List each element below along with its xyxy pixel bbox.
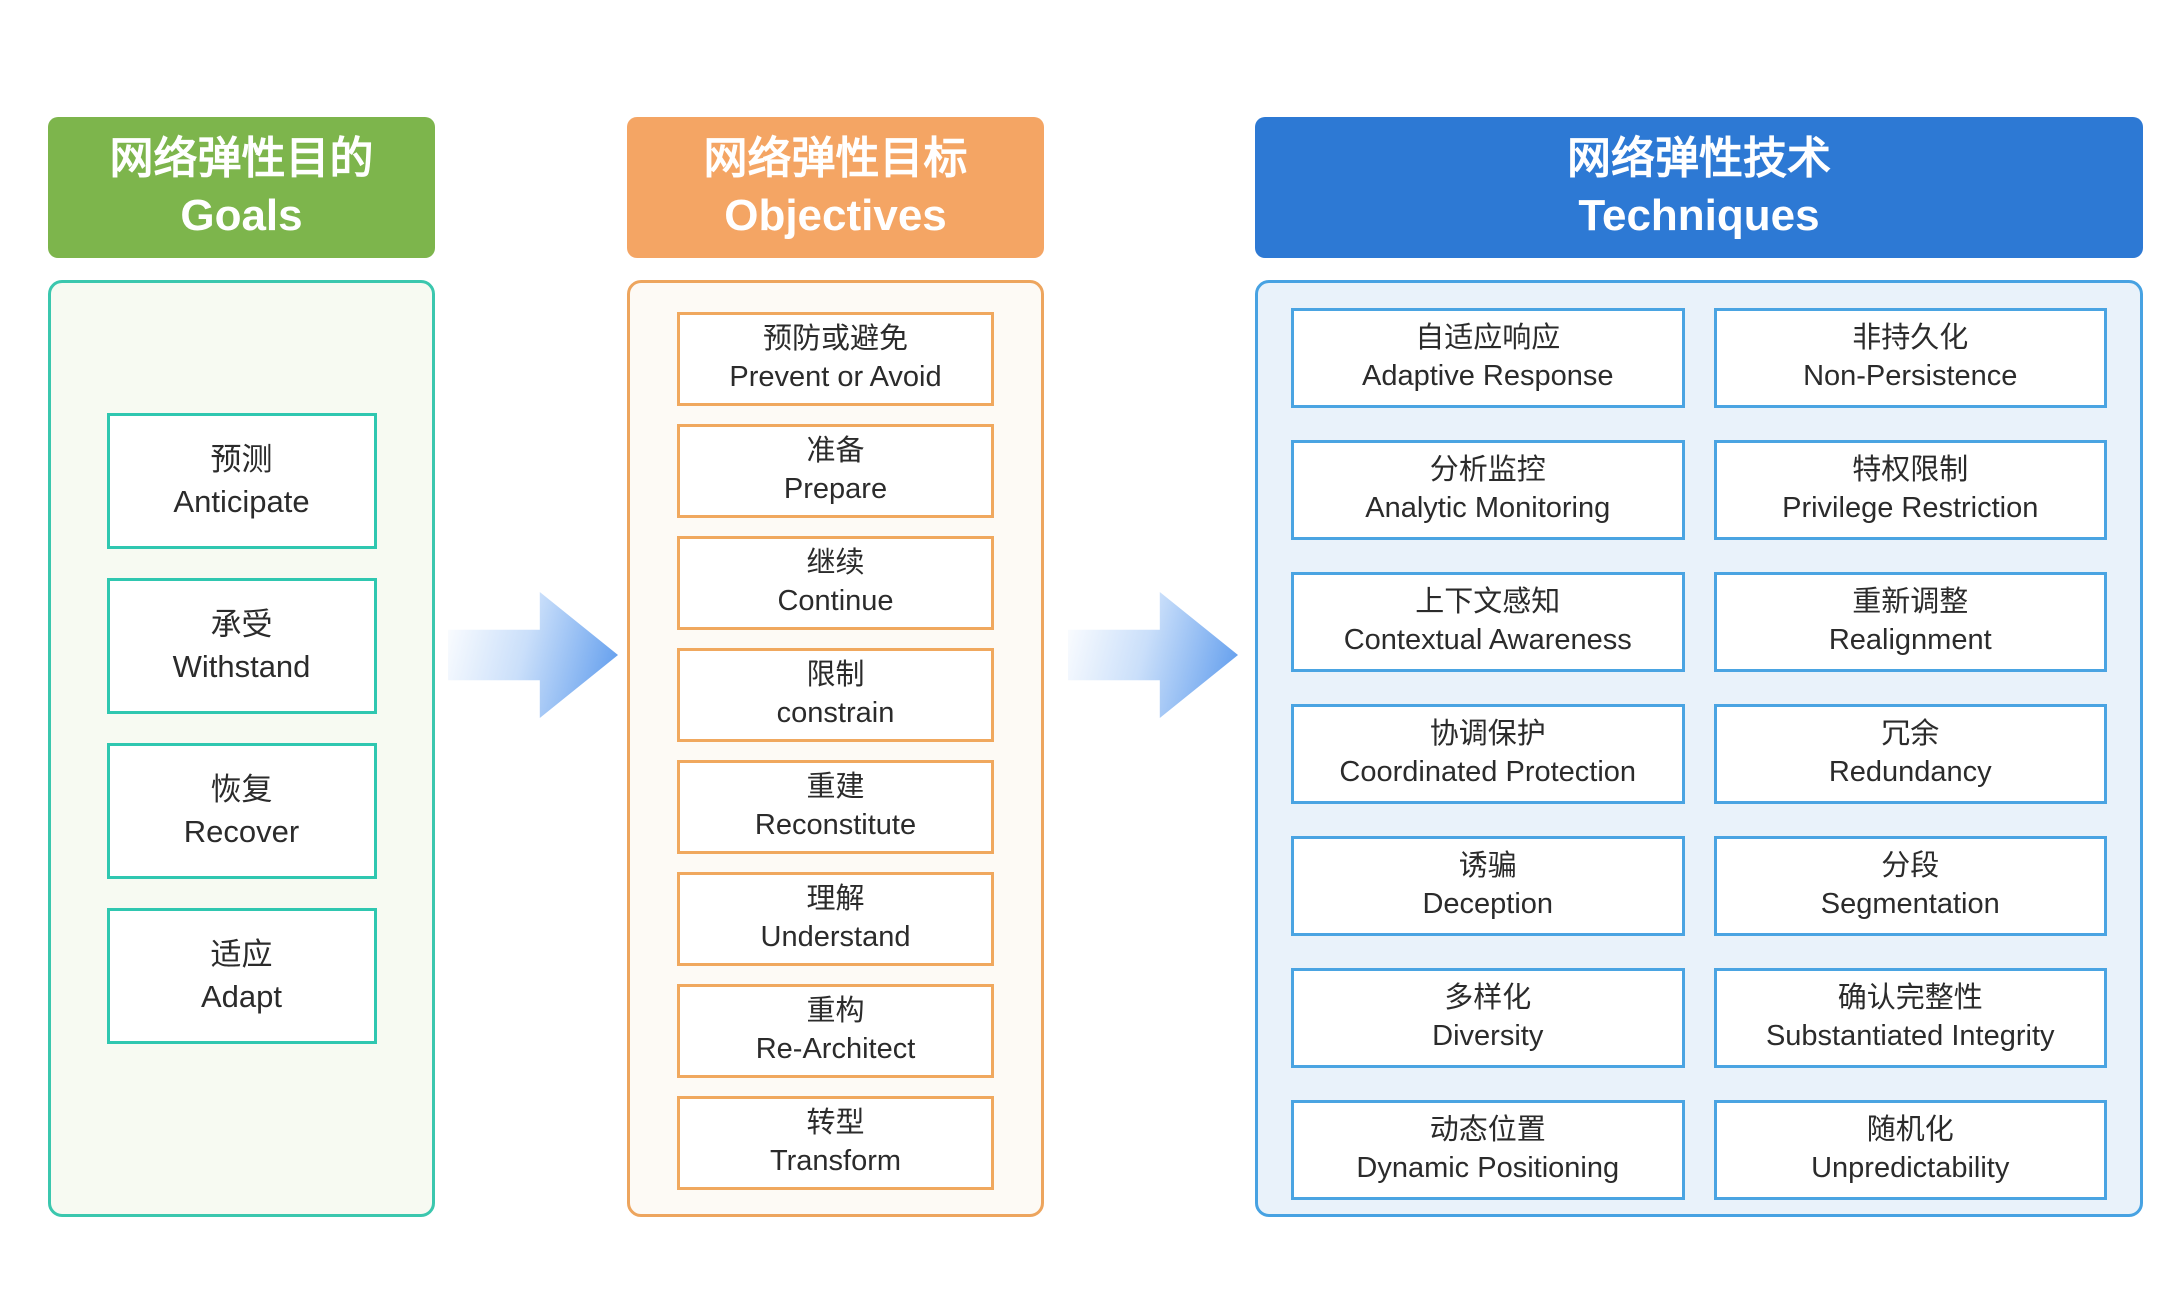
objective-item-label-zh: 继续: [806, 547, 865, 580]
goal-item-label-en: Adapt: [200, 979, 282, 1014]
technique-item-label-en: Privilege Restriction: [1782, 492, 2039, 524]
objective-item-label-zh: 限制: [806, 659, 865, 692]
goal-item-adapt: 适应 Adapt: [106, 908, 377, 1044]
technique-item-substantiated-integrity: 确认完整性 Substantiated Integrity: [1713, 968, 2107, 1068]
technique-item-label-en: Adaptive Response: [1362, 360, 1614, 392]
technique-item-unpredictability: 随机化 Unpredictability: [1713, 1100, 2107, 1200]
objective-item-label-en: Re-Architect: [755, 1033, 916, 1065]
technique-item-label-en: Unpredictability: [1811, 1152, 2010, 1184]
goal-item-label-zh: 预测: [210, 442, 273, 478]
technique-item-non-persistence: 非持久化 Non-Persistence: [1713, 308, 2107, 408]
objectives-header: 网络弹性目标 Objectives: [627, 117, 1044, 258]
technique-item-label-en: Substantiated Integrity: [1765, 1020, 2055, 1052]
techniques-header: 网络弹性技术 Techniques: [1255, 117, 2143, 258]
techniques-panel: 自适应响应 Adaptive Response 非持久化 Non-Persist…: [1255, 280, 2143, 1217]
technique-item-dynamic-positioning: 动态位置 Dynamic Positioning: [1291, 1100, 1685, 1200]
technique-item-label-zh: 分段: [1881, 850, 1940, 883]
goal-item-anticipate: 预测 Anticipate: [106, 413, 377, 549]
objectives-header-title-en: Objectives: [724, 190, 947, 240]
goal-item-recover: 恢复 Recover: [106, 743, 377, 879]
objective-item-reconstitute: 重建 Reconstitute: [677, 760, 994, 854]
technique-item-label-zh: 诱骗: [1458, 850, 1517, 883]
goals-panel: 预测 Anticipate 承受 Withstand 恢复 Recover 适应…: [48, 280, 435, 1217]
objective-item-label-en: Reconstitute: [754, 809, 917, 841]
technique-item-coordinated-protection: 协调保护 Coordinated Protection: [1291, 704, 1685, 804]
technique-item-privilege-restriction: 特权限制 Privilege Restriction: [1713, 440, 2107, 540]
objective-item-label-zh: 重构: [806, 995, 865, 1028]
technique-item-label-en: Diversity: [1432, 1020, 1544, 1052]
technique-item-label-en: Realignment: [1828, 624, 1992, 656]
technique-item-contextual-awareness: 上下文感知 Contextual Awareness: [1291, 572, 1685, 672]
objective-item-label-zh: 转型: [806, 1107, 865, 1140]
goal-item-label-zh: 适应: [210, 937, 273, 973]
objective-item-prepare: 准备 Prepare: [677, 424, 994, 518]
goals-header-title-zh: 网络弹性目的: [109, 134, 374, 184]
objective-item-label-en: Continue: [777, 585, 894, 617]
goals-header: 网络弹性目的 Goals: [48, 117, 435, 258]
technique-item-label-zh: 动态位置: [1429, 1114, 1546, 1147]
technique-item-label-en: Segmentation: [1820, 888, 2000, 920]
objective-item-label-zh: 重建: [806, 771, 865, 804]
objective-item-transform: 转型 Transform: [677, 1096, 994, 1190]
goal-item-withstand: 承受 Withstand: [106, 578, 377, 714]
goal-item-label-zh: 恢复: [210, 772, 273, 808]
technique-item-diversity: 多样化 Diversity: [1291, 968, 1685, 1068]
objectives-header-title-zh: 网络弹性目标: [703, 134, 968, 184]
technique-item-label-en: Deception: [1422, 888, 1554, 920]
technique-item-realignment: 重新调整 Realignment: [1713, 572, 2107, 672]
techniques-header-title-zh: 网络弹性技术: [1567, 134, 1831, 184]
technique-item-label-zh: 重新调整: [1852, 586, 1969, 619]
technique-item-label-en: Dynamic Positioning: [1356, 1152, 1620, 1184]
objective-item-label-zh: 预防或避免: [762, 323, 908, 356]
objective-item-label-en: Understand: [760, 921, 911, 953]
technique-item-label-zh: 随机化: [1866, 1114, 1954, 1147]
objective-item-label-en: Prepare: [783, 473, 888, 505]
technique-item-deception: 诱骗 Deception: [1291, 836, 1685, 936]
flow-arrow-right-icon: [1068, 592, 1238, 718]
objective-item-label-en: Transform: [769, 1145, 902, 1177]
technique-item-label-zh: 协调保护: [1429, 718, 1546, 751]
technique-item-label-zh: 上下文感知: [1415, 586, 1561, 619]
technique-item-label-zh: 确认完整性: [1837, 982, 1983, 1015]
objective-item-label-en: Prevent or Avoid: [729, 361, 942, 393]
technique-item-label-en: Contextual Awareness: [1343, 624, 1632, 656]
technique-item-label-en: Coordinated Protection: [1339, 756, 1637, 788]
technique-item-adaptive-response: 自适应响应 Adaptive Response: [1291, 308, 1685, 408]
goal-item-label-en: Anticipate: [173, 484, 310, 519]
technique-item-label-zh: 多样化: [1444, 982, 1532, 1015]
goal-item-label-en: Withstand: [172, 649, 311, 684]
technique-item-label-zh: 冗余: [1881, 718, 1940, 751]
technique-item-label-zh: 特权限制: [1852, 454, 1969, 487]
technique-item-label-zh: 分析监控: [1429, 454, 1546, 487]
goals-header-title-en: Goals: [180, 190, 303, 240]
technique-item-label-en: Redundancy: [1828, 756, 1992, 788]
technique-item-analytic-monitoring: 分析监控 Analytic Monitoring: [1291, 440, 1685, 540]
techniques-header-title-en: Techniques: [1578, 190, 1820, 240]
technique-item-segmentation: 分段 Segmentation: [1713, 836, 2107, 936]
objective-item-re-architect: 重构 Re-Architect: [677, 984, 994, 1078]
objective-item-understand: 理解 Understand: [677, 872, 994, 966]
objective-item-continue: 继续 Continue: [677, 536, 994, 630]
goal-item-label-zh: 承受: [210, 607, 273, 643]
objective-item-constrain: 限制 constrain: [677, 648, 994, 742]
technique-item-label-zh: 自适应响应: [1415, 322, 1561, 355]
technique-item-label-en: Non-Persistence: [1803, 360, 2018, 392]
objective-item-prevent-or-avoid: 预防或避免 Prevent or Avoid: [677, 312, 994, 406]
technique-item-label-zh: 非持久化: [1852, 322, 1969, 355]
objective-item-label-zh: 理解: [806, 883, 865, 916]
flow-arrow-right-icon: [448, 592, 618, 718]
technique-item-redundancy: 冗余 Redundancy: [1713, 704, 2107, 804]
objective-item-label-en: constrain: [776, 697, 895, 729]
objective-item-label-zh: 准备: [806, 435, 865, 468]
goal-item-label-en: Recover: [183, 814, 300, 849]
technique-item-label-en: Analytic Monitoring: [1365, 492, 1611, 524]
objectives-panel: 预防或避免 Prevent or Avoid 准备 Prepare 继续 Con…: [627, 280, 1044, 1217]
